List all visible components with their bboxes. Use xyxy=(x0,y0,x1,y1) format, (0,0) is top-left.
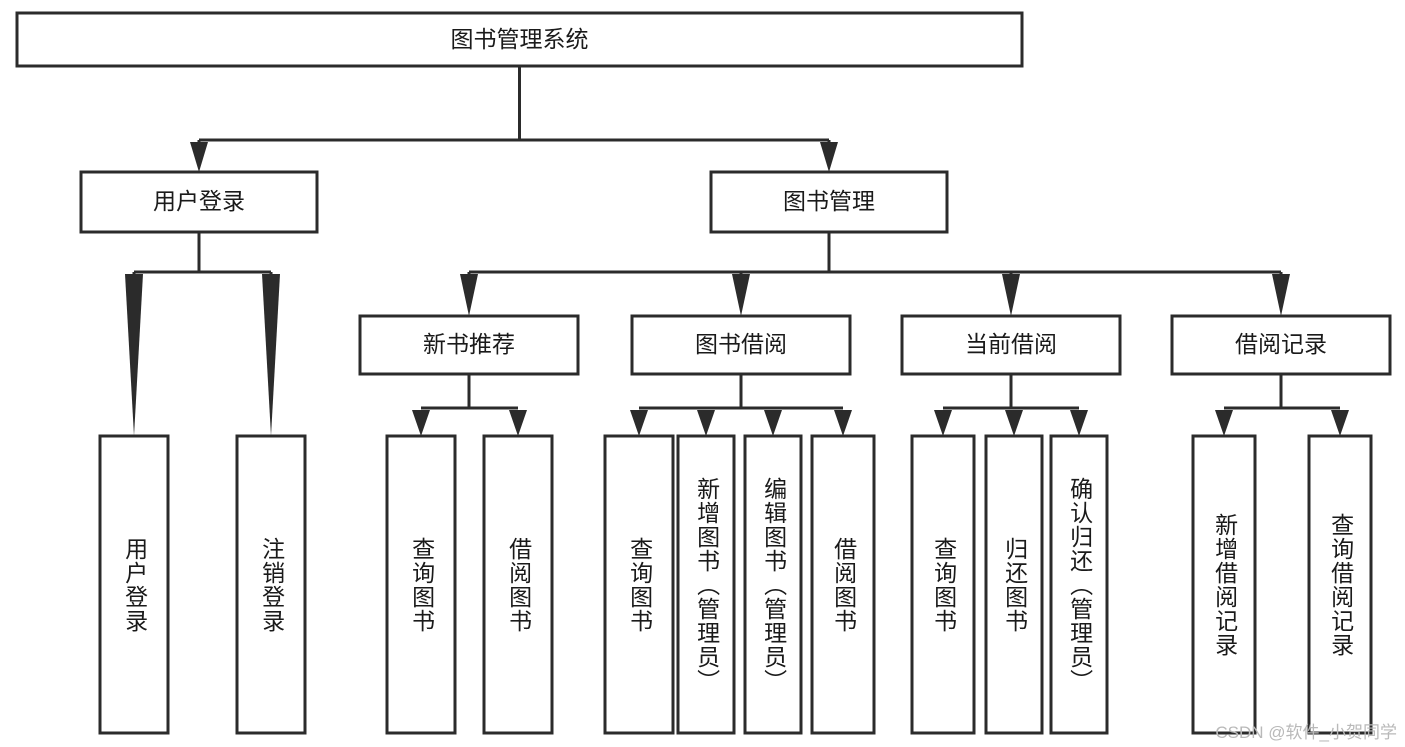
node-current-borrow-rect[interactable] xyxy=(900,314,1122,376)
node-book-manage-label: 图书管理 xyxy=(783,188,875,214)
node-borrow-record[interactable]: 借阅记录 xyxy=(1170,314,1392,376)
connector-group-new-book-rec xyxy=(412,374,527,436)
arrow-head-leaf-edit-book xyxy=(764,410,782,436)
arrow-head-current-borrow xyxy=(1002,274,1020,316)
arrow-head-new-book-rec xyxy=(460,274,478,316)
node-borrow-record-rect[interactable] xyxy=(1170,314,1392,376)
arrow-head-leaf-query-book-rec xyxy=(412,410,430,436)
node-borrow-record-label: 借阅记录 xyxy=(1235,331,1327,357)
node-leaf-borrow-book-bor-rect[interactable] xyxy=(810,434,876,735)
node-current-borrow-label: 当前借阅 xyxy=(965,331,1057,357)
connector-group-book-borrow xyxy=(630,374,852,436)
node-leaf-query-book-rec-rect[interactable] xyxy=(385,434,457,735)
node-new-book-rec[interactable]: 新书推荐 xyxy=(358,314,580,376)
node-current-borrow[interactable]: 当前借阅 xyxy=(900,314,1122,376)
arrow-head-book-manage xyxy=(820,142,838,172)
arrow-head-leaf-borrow-book-rec xyxy=(509,410,527,436)
node-root-label: 图书管理系统 xyxy=(451,26,589,52)
leaf-rect-group xyxy=(98,434,1373,735)
node-leaf-return-book-rect[interactable] xyxy=(984,434,1044,735)
node-book-borrow[interactable]: 图书借阅 xyxy=(630,314,852,376)
arrow-head-leaf-confirm-return xyxy=(1070,410,1088,436)
node-root-rect[interactable] xyxy=(15,11,1024,68)
connector-group-book-manage xyxy=(460,232,1290,316)
node-book-manage-rect[interactable] xyxy=(709,170,949,234)
node-user-login[interactable]: 用户登录 xyxy=(79,170,319,234)
connector-group-root xyxy=(190,66,838,172)
node-leaf-borrow-book-rec-rect[interactable] xyxy=(482,434,554,735)
arrow-head-book-borrow xyxy=(732,274,750,316)
node-leaf-logout-rect[interactable] xyxy=(235,434,307,735)
arrow-head-leaf-add-record xyxy=(1215,410,1233,436)
node-leaf-query-record-rect[interactable] xyxy=(1307,434,1373,735)
node-leaf-query-book-bor-rect[interactable] xyxy=(603,434,675,735)
node-leaf-confirm-return-rect[interactable] xyxy=(1049,434,1109,735)
arrow-head-leaf-logout xyxy=(262,274,280,436)
node-root[interactable]: 图书管理系统 xyxy=(15,11,1024,68)
arrow-head-borrow-record xyxy=(1272,274,1290,316)
node-leaf-add-record-rect[interactable] xyxy=(1191,434,1257,735)
arrow-head-leaf-query-record xyxy=(1331,410,1349,436)
arrow-head-leaf-user-login xyxy=(125,274,143,436)
node-user-login-label: 用户登录 xyxy=(153,188,245,214)
csdn-watermark: CSDN @软件_小贺同学 xyxy=(1215,723,1397,742)
node-book-borrow-rect[interactable] xyxy=(630,314,852,376)
connector-group-user-login xyxy=(125,232,280,436)
arrow-head-leaf-return-book xyxy=(1005,410,1023,436)
node-new-book-rec-label: 新书推荐 xyxy=(423,331,515,357)
arrow-head-user-login xyxy=(190,142,208,172)
arrow-head-leaf-query-book-cur xyxy=(934,410,952,436)
node-book-borrow-label: 图书借阅 xyxy=(695,331,787,357)
node-leaf-user-login-rect[interactable] xyxy=(98,434,170,735)
arrow-head-leaf-borrow-book-bor xyxy=(834,410,852,436)
arrow-head-leaf-query-book-bor xyxy=(630,410,648,436)
node-book-manage[interactable]: 图书管理 xyxy=(709,170,949,234)
node-leaf-edit-book-rect[interactable] xyxy=(743,434,803,735)
connector-group-current-borrow xyxy=(934,374,1088,436)
connector-group-borrow-record xyxy=(1215,374,1349,436)
arrow-head-leaf-add-book xyxy=(697,410,715,436)
node-user-login-rect[interactable] xyxy=(79,170,319,234)
node-new-book-rec-rect[interactable] xyxy=(358,314,580,376)
node-leaf-query-book-cur-rect[interactable] xyxy=(910,434,976,735)
node-leaf-add-book-rect[interactable] xyxy=(676,434,736,735)
